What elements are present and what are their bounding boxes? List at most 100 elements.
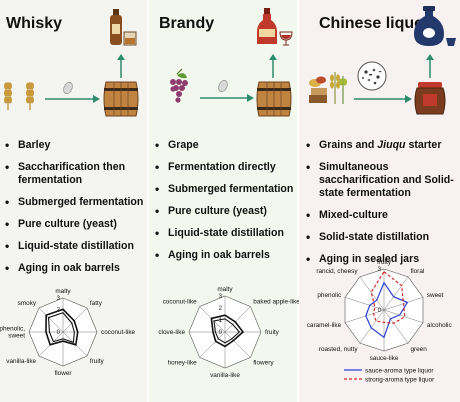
liquor-fact-0: Grains and Jiuqu starter — [306, 139, 458, 152]
radar-axis-label: clove-like — [158, 329, 185, 336]
radar-tick-label: 0 — [57, 330, 61, 336]
radar-tick-label: 0 — [378, 308, 382, 314]
fact-text: Barley — [18, 139, 51, 151]
radar-spoke — [62, 307, 88, 333]
liquor-fact-4: Aging in sealed jars — [306, 253, 458, 266]
radar-axis-label: phenolic,sweet — [0, 326, 25, 340]
chinese-liquor-radar-chart: fruity floral sweet alcoholic green sauce-lik… — [307, 259, 453, 362]
chinese-liquor-title: Chinese liquor — [319, 15, 431, 32]
fact-text: Pure culture (yeast) — [168, 205, 267, 217]
grain-icon — [63, 81, 73, 95]
radar-axis-label: fruity — [90, 358, 105, 365]
liquor-bottle-icon — [414, 6, 456, 46]
fact-text: Aging in oak barrels — [18, 262, 120, 274]
brandy-fact-5: Aging in oak barrels — [155, 249, 295, 262]
radar-spoke — [359, 309, 385, 344]
radar-axis-label: vanilla-like — [6, 358, 36, 365]
whisky-panel: Whisky — [0, 0, 147, 402]
radar-axis-label: flowery — [253, 359, 274, 366]
liquor-process-graphic — [309, 6, 456, 115]
fact-text: Mixed-culture — [319, 209, 388, 221]
fact-text: Pure culture (yeast) — [18, 218, 117, 230]
radar-axis-label: coconut-like — [101, 329, 136, 336]
brandy-fact-1: Fermentation directly — [155, 161, 295, 174]
radar-axis-label: sweet — [427, 292, 444, 299]
radar-tick-label: 3 — [57, 296, 61, 302]
whisky-fact-4: Liquid-state distillation — [5, 240, 145, 253]
liquor-fact-3: Solid-state distillation — [306, 231, 458, 244]
fact-text: Fermentation directly — [168, 161, 276, 173]
brandy-fact-4: Liquid-state distillation — [155, 227, 295, 240]
radar-spoke — [224, 306, 251, 333]
brandy-panel: Brandy — [149, 0, 300, 402]
whisky-arrow-up-icon — [117, 54, 125, 78]
radar-axis-label: fatty — [90, 300, 103, 307]
radar-spoke — [383, 309, 424, 323]
chinese-liquor-panel: Chinese liquor — [299, 0, 460, 402]
oak-barrel-icon — [103, 81, 139, 117]
radar-series-1 — [213, 318, 241, 344]
whisky-fact-1: Saccharification then fermentation — [5, 161, 145, 187]
radar-axis-label: fruity — [265, 329, 280, 336]
radar-axis-label: sauce-like — [370, 355, 399, 362]
brandy-arrow-up-icon — [269, 54, 277, 78]
radar-spoke — [344, 309, 385, 323]
legend-strong-label: strong-aroma type liquor — [365, 377, 435, 384]
fact-text: Solid-state distillation — [319, 231, 430, 243]
fact-text: Simultaneous saccharification and Solid-… — [319, 161, 454, 199]
fact-text: Grape — [168, 139, 199, 151]
radar-tick-label: 3 — [219, 294, 223, 300]
legend-sauce-label: sauce-aroma type liquor — [365, 368, 434, 375]
liquor-fact-2: Mixed-culture — [306, 209, 458, 222]
radar-axis-label: malty — [217, 286, 233, 293]
brandy-fact-list: GrapeFermentation directlySubmerged ferm… — [155, 139, 295, 271]
radar-axis-label: malty — [55, 288, 71, 295]
radar-series-1 — [48, 312, 75, 344]
grains-icon — [309, 72, 347, 104]
brandy-radar-chart: malty baked apple-like fruity flowery vanill… — [158, 286, 300, 379]
radar-axis-label: fruity — [377, 259, 392, 266]
oak-barrel-icon — [256, 81, 292, 117]
radar-spoke — [383, 276, 409, 311]
fact-text: Aging in sealed jars — [319, 253, 420, 265]
radar-spoke — [344, 297, 385, 311]
grape-seed-icon — [218, 79, 228, 93]
brandy-bottle-icon — [257, 8, 293, 46]
radar-spoke — [224, 331, 251, 358]
radar-axis-label: alcoholic — [427, 322, 453, 329]
fact-text: Liquid-state distillation — [168, 227, 284, 239]
radar-legend: sauce-aroma type liquor strong-aroma typ… — [344, 366, 460, 391]
radar-series-1 — [370, 270, 406, 324]
fact-text: Saccharification then fermentation — [18, 161, 126, 186]
barley-icon — [4, 82, 34, 110]
radar-axis-label: floral — [410, 268, 424, 275]
fact-text: starter — [405, 139, 442, 151]
fact-text: Liquid-state distillation — [18, 240, 134, 252]
whisky-fact-3: Pure culture (yeast) — [5, 218, 145, 231]
radar-spoke — [199, 331, 226, 358]
radar-axis-label: baked apple-like — [253, 299, 300, 306]
whisky-bottle-icon — [110, 9, 137, 46]
liquor-fact-1: Simultaneous saccharification and Solid-… — [306, 161, 458, 200]
radar-tick-label: 1 — [219, 318, 223, 324]
grape-icon — [170, 68, 188, 103]
radar-series-0 — [45, 308, 79, 346]
brandy-fact-0: Grape — [155, 139, 295, 152]
radar-axis-label: rancid, cheesy — [316, 268, 358, 275]
radar-axis-label: green — [410, 346, 427, 353]
whisky-title: Whisky — [6, 15, 63, 32]
radar-spoke — [383, 309, 409, 344]
fact-text: Grains and — [319, 139, 378, 151]
whisky-process-graphic — [4, 9, 139, 117]
whisky-fact-0: Barley — [5, 139, 145, 152]
radar-axis-label: vanilla-like — [210, 372, 240, 379]
sealed-jar-icon — [414, 82, 446, 115]
radar-axis-label: coconut-like — [163, 299, 198, 306]
brandy-title: Brandy — [159, 15, 215, 32]
brandy-arrow-right-icon — [200, 94, 254, 102]
brandy-process-graphic — [170, 8, 293, 117]
whisky-fact-2: Submerged fermentation — [5, 196, 145, 209]
radar-axis-label: flower — [54, 370, 72, 377]
liquor-arrow-up-icon — [426, 54, 434, 78]
radar-tick-label: 2 — [219, 306, 223, 312]
